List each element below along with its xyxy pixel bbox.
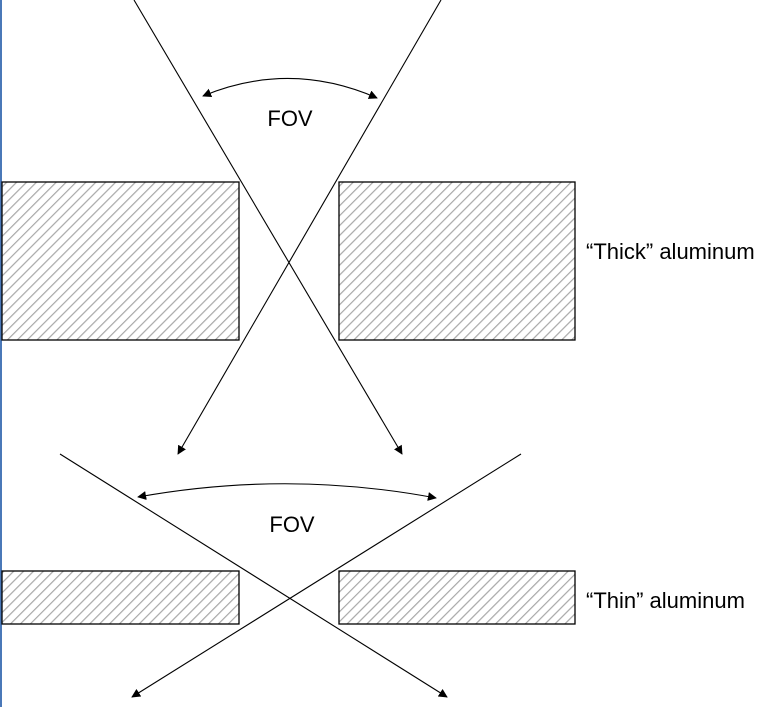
thin-fov-label: FOV xyxy=(269,512,315,537)
thick-fov-ray-right xyxy=(177,0,442,455)
thick-fov-arc xyxy=(202,77,378,99)
thick-aluminum-label: “Thick” aluminum xyxy=(586,239,755,264)
thin-fov-ray-left xyxy=(59,453,448,698)
thin-aluminum-left-block xyxy=(1,570,240,625)
thick-fov-label: FOV xyxy=(267,106,313,131)
thin-fov-arc xyxy=(137,483,437,501)
thick-section: FOV “Thick” aluminum xyxy=(1,0,755,455)
thin-section: FOV “Thin” aluminum xyxy=(1,453,745,698)
thin-aluminum-right-block xyxy=(338,570,576,625)
thick-fov-ray-left xyxy=(133,0,403,455)
thick-aluminum-left-block xyxy=(1,181,240,341)
thin-fov-ray-right xyxy=(131,453,522,698)
thick-aluminum-right-block xyxy=(338,181,576,341)
thin-aluminum-label: “Thin” aluminum xyxy=(586,588,745,613)
